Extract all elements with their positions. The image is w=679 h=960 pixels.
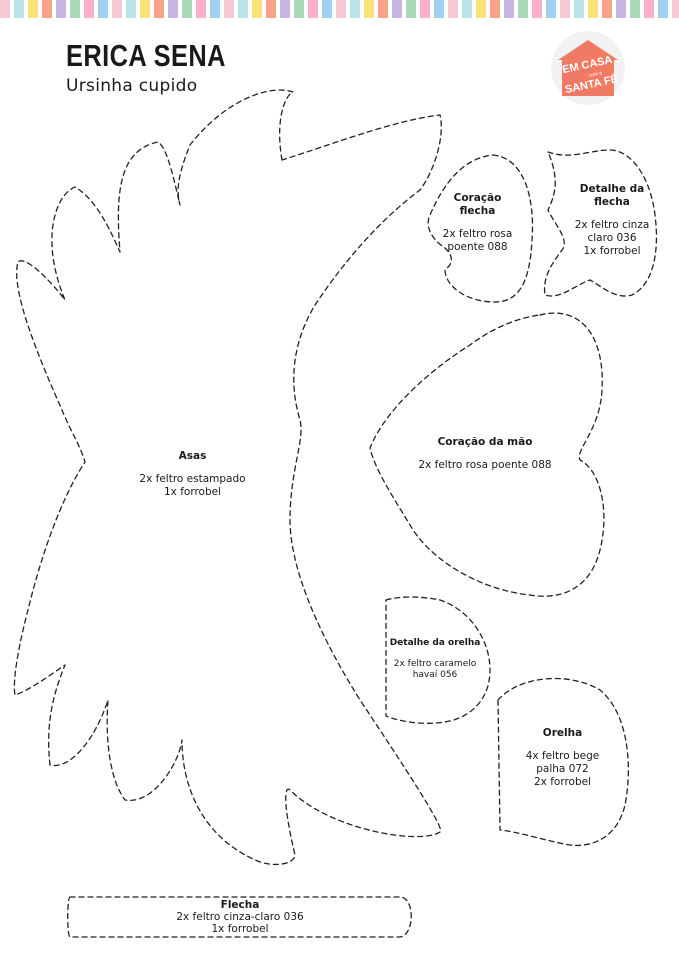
detalhe-orelha-outline bbox=[385, 596, 491, 724]
stripe-segment bbox=[266, 0, 276, 18]
stripe-segment bbox=[238, 0, 248, 18]
stripe-segment bbox=[14, 0, 24, 18]
stripe-segment bbox=[588, 0, 598, 18]
coracao-flecha-outline bbox=[427, 154, 534, 303]
stripe-segment bbox=[308, 0, 318, 18]
stripe-segment bbox=[350, 0, 360, 18]
detalhe-flecha-outline bbox=[543, 149, 658, 297]
stripe-segment bbox=[518, 0, 528, 18]
stripe-segment bbox=[490, 0, 500, 18]
stripe-segment bbox=[140, 0, 150, 18]
stripe-segment bbox=[364, 0, 374, 18]
stripe-segment bbox=[532, 0, 542, 18]
stripe-segment bbox=[560, 0, 570, 18]
top-color-stripe bbox=[0, 0, 679, 18]
stripe-segment bbox=[644, 0, 654, 18]
stripe-segment bbox=[126, 0, 136, 18]
stripe-segment bbox=[658, 0, 668, 18]
stripe-segment bbox=[630, 0, 640, 18]
stripe-segment bbox=[224, 0, 234, 18]
stripe-segment bbox=[322, 0, 332, 18]
detalhe-flecha-label: Detalhe da flecha 2x feltro cinza claro … bbox=[574, 183, 650, 257]
stripe-segment bbox=[602, 0, 612, 18]
stripe-segment bbox=[392, 0, 402, 18]
logo-line2: com a bbox=[588, 70, 603, 79]
stripe-segment bbox=[476, 0, 486, 18]
coracao-flecha-label: Coração flecha 2x feltro rosa poente 088 bbox=[442, 192, 513, 253]
stripe-segment bbox=[98, 0, 108, 18]
flecha-outline bbox=[67, 896, 412, 938]
pattern-subtitle: Ursinha cupido bbox=[66, 76, 198, 96]
stripe-segment bbox=[168, 0, 178, 18]
stripe-segment bbox=[546, 0, 556, 18]
stripe-segment bbox=[112, 0, 122, 18]
brand-name: ERICA SENA bbox=[66, 38, 226, 73]
stripe-segment bbox=[154, 0, 164, 18]
stripe-segment bbox=[196, 0, 206, 18]
stripe-segment bbox=[378, 0, 388, 18]
stripe-segment bbox=[42, 0, 52, 18]
stripe-segment bbox=[448, 0, 458, 18]
stripe-segment bbox=[574, 0, 584, 18]
house-icon bbox=[558, 40, 618, 96]
orelha-outline bbox=[497, 677, 629, 847]
stripe-segment bbox=[210, 0, 220, 18]
flecha-label: Flecha 2x feltro cinza-claro 036 1x forr… bbox=[176, 899, 304, 935]
stripe-segment bbox=[56, 0, 66, 18]
stripe-segment bbox=[406, 0, 416, 18]
stripe-segment bbox=[462, 0, 472, 18]
stripe-segment bbox=[294, 0, 304, 18]
stripe-segment bbox=[28, 0, 38, 18]
coracao-mao-outline bbox=[369, 312, 605, 597]
stripe-segment bbox=[252, 0, 262, 18]
stripe-segment bbox=[616, 0, 626, 18]
stripe-segment bbox=[84, 0, 94, 18]
stripe-segment bbox=[336, 0, 346, 18]
stripe-segment bbox=[434, 0, 444, 18]
orelha-label: Orelha 4x feltro bege palha 072 2x forro… bbox=[525, 727, 600, 788]
stripe-segment bbox=[0, 0, 10, 18]
stripe-segment bbox=[504, 0, 514, 18]
detalhe-orelha-label: Detalhe da orelha 2x feltro caramelo hav… bbox=[389, 638, 481, 680]
stripe-segment bbox=[70, 0, 80, 18]
stripe-segment bbox=[182, 0, 192, 18]
coracao-mao-label: Coração da mão 2x feltro rosa poente 088 bbox=[418, 436, 552, 471]
stripe-segment bbox=[280, 0, 290, 18]
asas-label: Asas 2x feltro estampado 1x forrobel bbox=[139, 450, 246, 498]
asas-piece-outline bbox=[13, 89, 442, 866]
stripe-segment bbox=[420, 0, 430, 18]
stripe-segment bbox=[672, 0, 679, 18]
em-casa-logo: EM CASA com a SANTA FÉ bbox=[551, 31, 625, 105]
